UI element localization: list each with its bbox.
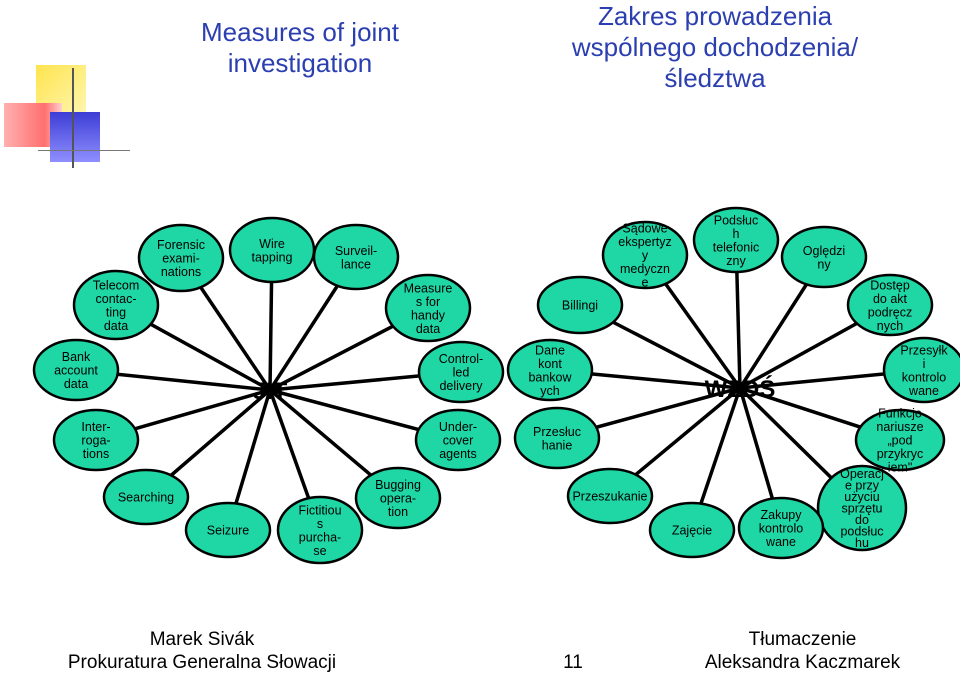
left-node-label: Searching bbox=[118, 491, 174, 505]
right-node-ellipse bbox=[648, 501, 736, 559]
decor-horizontal-line bbox=[38, 150, 130, 151]
footer-author: Marek Sivák Prokuratura Generalna Słowac… bbox=[62, 628, 342, 674]
right-node-label: Billingi bbox=[562, 299, 598, 313]
title-right-line-2: wspólnego dochodzenia/ bbox=[571, 32, 859, 62]
right-node-ellipse bbox=[816, 464, 908, 552]
left-node-ellipse bbox=[276, 495, 364, 565]
right-node-przeszukanie: Przeszukanie bbox=[566, 467, 654, 525]
left-node-label: Seizure bbox=[207, 524, 249, 538]
left-node-label: Inter-roga-tions bbox=[81, 420, 110, 461]
left-node-seizure: Seizure bbox=[184, 501, 272, 559]
left-node-ellipse bbox=[414, 408, 502, 472]
right-node-ellipse bbox=[882, 336, 960, 404]
left-node-ellipse bbox=[72, 269, 160, 341]
right-node-billingi: Billingi bbox=[536, 275, 624, 335]
right-node-ellipse bbox=[846, 273, 934, 337]
right-node-label: Przeszukanie bbox=[572, 490, 647, 504]
left-node-ellipse bbox=[184, 501, 272, 559]
right-node-ellipse bbox=[854, 408, 946, 472]
title-left: Measures of joint investigation bbox=[170, 17, 430, 79]
translator-label: Tłumaczenie bbox=[748, 629, 857, 650]
decor-vertical-line bbox=[72, 68, 74, 168]
left-node-ellipse bbox=[32, 338, 120, 402]
right-node-ellipse bbox=[737, 496, 825, 560]
left-node-label: Surveil-lance bbox=[335, 244, 377, 271]
left-hub-label: JIT bbox=[253, 378, 288, 405]
left-node-surveillance: Surveil-lance bbox=[312, 223, 400, 291]
title-right-line-1: Zakres prowadzenia bbox=[597, 1, 833, 31]
right-node-ellipse bbox=[506, 338, 594, 402]
right-node-ellipse bbox=[601, 220, 689, 290]
page-number: 11 bbox=[563, 652, 583, 673]
left-node-ellipse bbox=[384, 273, 472, 343]
right-hub-label: WZDŚ bbox=[705, 375, 776, 403]
decor-blue-square bbox=[50, 112, 100, 162]
title-left-line-1: Measures of joint bbox=[201, 17, 399, 47]
left-node-ellipse bbox=[354, 466, 442, 530]
right-node-label: Zajęcie bbox=[672, 524, 712, 538]
title-left-line-2: investigation bbox=[227, 48, 373, 78]
left-node-interrogations: Inter-roga-tions bbox=[52, 408, 140, 472]
author-organization: Prokuratura Generalna Słowacji bbox=[67, 652, 337, 673]
left-node-ellipse bbox=[312, 223, 400, 291]
footer-translator: Tłumaczenie Aleksandra Kaczmarek bbox=[690, 628, 915, 674]
left-node-ellipse bbox=[417, 340, 505, 404]
right-node-ellipse bbox=[566, 467, 654, 525]
author-name: Marek Sivák bbox=[149, 629, 255, 650]
left-node-searching: Searching bbox=[102, 468, 190, 526]
translator-name: Aleksandra Kaczmarek bbox=[704, 652, 901, 673]
right-node-ellipse bbox=[780, 225, 868, 289]
title-right-line-3: śledztwa bbox=[664, 63, 766, 93]
right-node-ellipse bbox=[692, 206, 780, 274]
title-right: Zakres prowadzenia wspólnego dochodzenia… bbox=[550, 1, 880, 94]
left-node-ellipse bbox=[137, 223, 225, 293]
right-node-zajecie: Zajęcie bbox=[648, 501, 736, 559]
right-node-ellipse bbox=[513, 406, 601, 470]
left-node-ellipse bbox=[102, 468, 190, 526]
left-node-ellipse bbox=[52, 408, 140, 472]
right-node-ellipse bbox=[536, 275, 624, 335]
